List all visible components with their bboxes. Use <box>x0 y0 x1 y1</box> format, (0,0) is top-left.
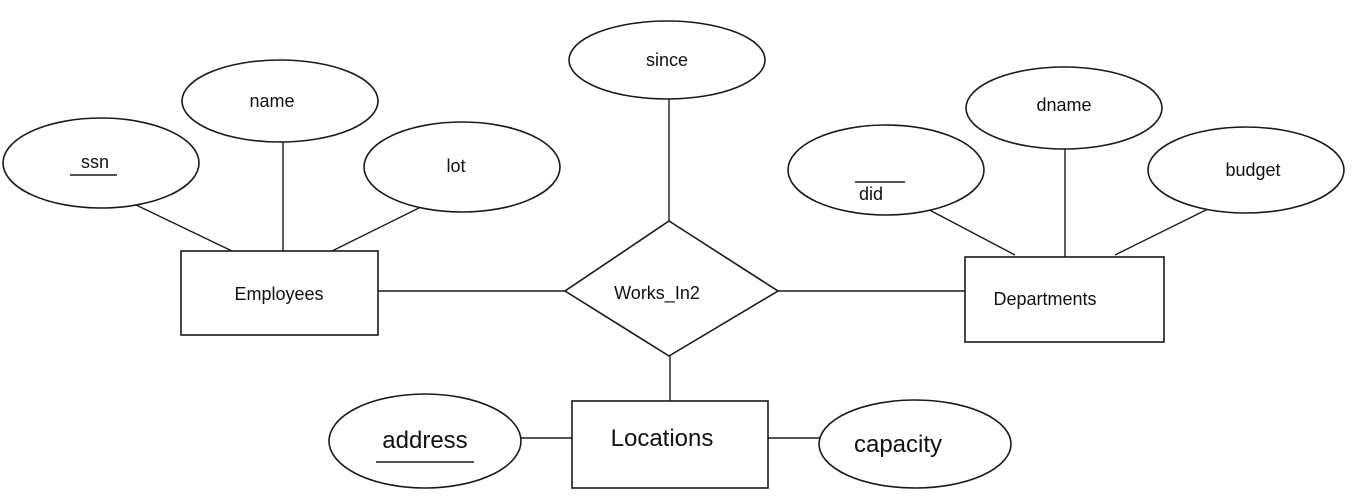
relationship-works-in2: Works_In2 <box>563 220 780 357</box>
entity-employees: Employees <box>180 250 379 336</box>
relationship-works-in2-label: Works_In2 <box>614 283 700 304</box>
connectors <box>133 98 1211 439</box>
attribute-budget-label: budget <box>1225 160 1280 180</box>
attribute-lot: lot <box>363 121 561 213</box>
attribute-address-label: address <box>382 427 467 454</box>
attribute-name-label: name <box>249 91 294 111</box>
attribute-dname: dname <box>965 66 1163 150</box>
edge-ssn-employees <box>133 203 233 252</box>
attribute-address: address <box>328 393 522 489</box>
attribute-lot-label: lot <box>446 156 465 176</box>
attribute-since: since <box>568 20 766 100</box>
entity-locations-label: Locations <box>611 425 714 452</box>
attribute-did-label: did <box>859 184 883 204</box>
edge-lot-employees <box>331 203 428 252</box>
entity-employees-label: Employees <box>234 284 323 304</box>
attribute-ssn: ssn <box>2 117 200 209</box>
attribute-did: did <box>787 124 985 216</box>
entity-locations: Locations <box>571 400 769 489</box>
attribute-budget: budget <box>1147 126 1345 214</box>
entity-departments: Departments <box>964 256 1165 343</box>
edge-budget-departments <box>1114 207 1211 256</box>
edge-did-departments <box>919 204 1016 256</box>
attribute-name: name <box>181 59 379 143</box>
attribute-ssn-label: ssn <box>81 152 109 172</box>
attribute-dname-label: dname <box>1036 95 1091 115</box>
attribute-capacity-label: capacity <box>854 431 942 458</box>
attribute-since-label: since <box>646 50 688 70</box>
entity-departments-label: Departments <box>993 289 1096 309</box>
attribute-capacity: capacity <box>818 399 1012 489</box>
